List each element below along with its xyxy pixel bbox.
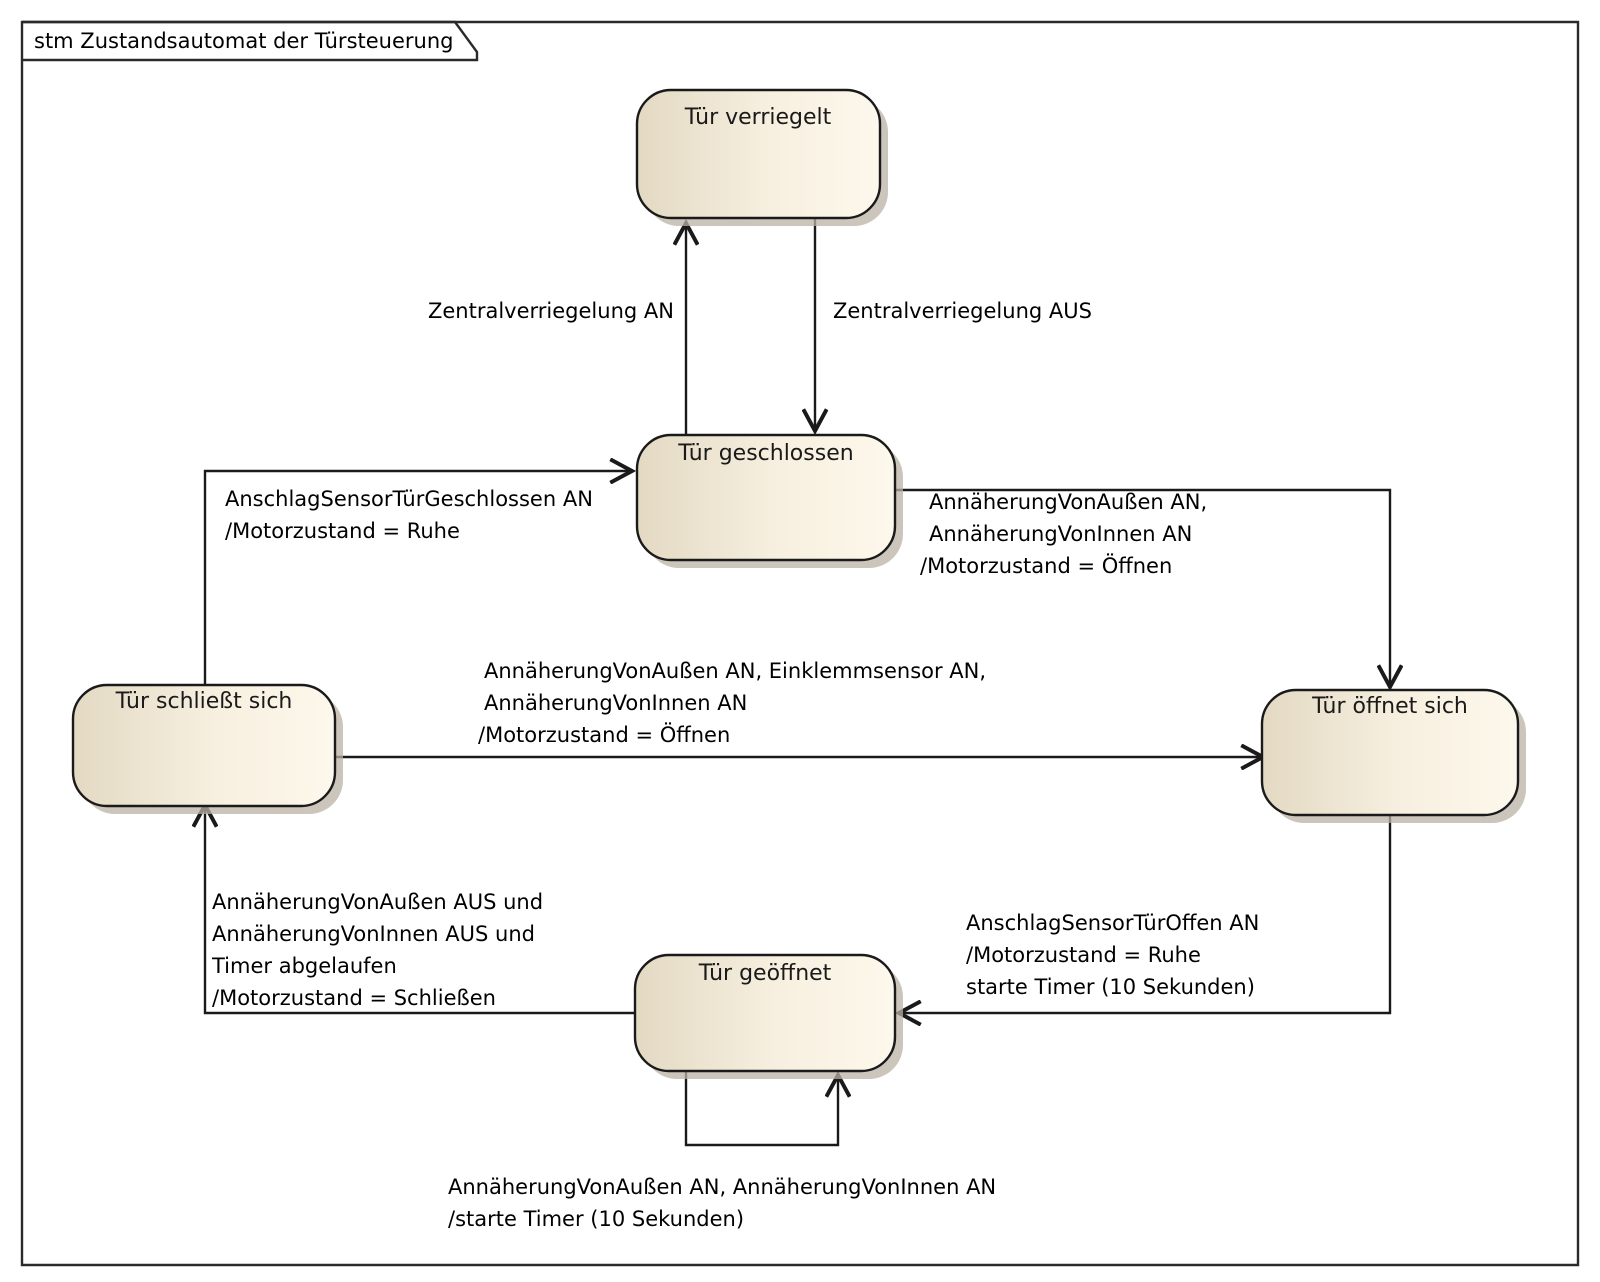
state-label-tuer-geoeffnet: Tür geöffnet [698,961,832,986]
transition-label-t1-line-0: Zentralverriegelung AN [428,299,674,323]
transition-label-t6-line-1: /Motorzustand = Ruhe [966,943,1201,967]
transition-label-t4-line-0: AnnäherungVonAußen AN, [929,490,1207,514]
transition-label-t5-line-0: AnnäherungVonAußen AN, Einklemmsensor AN… [484,659,986,683]
state-label-tuer-geschlossen: Tür geschlossen [677,441,853,466]
transition-label-t3: AnschlagSensorTürGeschlossen AN /Motorzu… [225,487,593,543]
state-label-tuer-verriegelt: Tür verriegelt [684,105,832,130]
transition-label-t5: AnnäherungVonAußen AN, Einklemmsensor AN… [478,659,986,747]
transition-label-t8: AnnäherungVonAußen AN, AnnäherungVonInne… [448,1175,996,1231]
state-label-tuer-oeffnet-sich: Tür öffnet sich [1311,694,1468,719]
transition-line-t8 [684,1071,838,1147]
transition-label-t7-line-0: AnnäherungVonAußen AUS und [212,890,543,914]
transition-label-t4: AnnäherungVonAußen AN, AnnäherungVonInne… [920,490,1207,578]
transition-label-t7-line-2: Timer abgelaufen [211,954,397,978]
transition-label-t6: AnschlagSensorTürOffen AN /Motorzustand … [966,911,1259,999]
transition-label-t4-line-1: AnnäherungVonInnen AN [929,522,1192,546]
transition-label-t5-line-1: AnnäherungVonInnen AN [484,691,747,715]
transition-label-t1: Zentralverriegelung AN [428,299,674,323]
frame-label: stm Zustandsautomat der Türsteuerung [34,29,453,53]
transition-label-t8-line-0: AnnäherungVonAußen AN, AnnäherungVonInne… [448,1175,996,1199]
transition-label-t7: AnnäherungVonAußen AUS und AnnäherungVon… [211,890,543,1010]
diagram-frame [20,20,1580,1267]
transition-label-t5-line-2: /Motorzustand = Öffnen [478,722,730,747]
transition-label-t7-line-3: /Motorzustand = Schließen [212,986,496,1010]
transition-label-t6-line-0: AnschlagSensorTürOffen AN [966,911,1259,935]
state-tuer-verriegelt[interactable]: Tür verriegelt [635,88,888,226]
transition-label-t3-line-0: AnschlagSensorTürGeschlossen AN [225,487,593,511]
transition-label-t6-line-2: starte Timer (10 Sekunden) [966,975,1255,999]
transition-line-t3 [203,471,631,685]
transition-line-t4 [895,488,1390,686]
transition-label-t8-line-1: /starte Timer (10 Sekunden) [448,1207,744,1231]
state-tuer-geschlossen[interactable]: Tür geschlossen [635,433,903,568]
transition-label-t2-line-0: Zentralverriegelung AUS [833,299,1092,323]
transition-label-t7-line-1: AnnäherungVonInnen AUS und [212,922,535,946]
state-tuer-schliesst-sich[interactable]: Tür schließt sich [71,683,343,814]
transition-line-t7 [205,806,635,1015]
transition-label-t2: Zentralverriegelung AUS [833,299,1092,323]
state-label-tuer-schliesst-sich: Tür schließt sich [115,689,293,714]
state-tuer-oeffnet-sich[interactable]: Tür öffnet sich [1260,688,1526,823]
transition-label-t4-line-2: /Motorzustand = Öffnen [920,553,1172,578]
state-tuer-geoeffnet[interactable]: Tür geöffnet [633,953,903,1079]
transition-label-t3-line-1: /Motorzustand = Ruhe [225,519,460,543]
transition-line-t6 [900,815,1392,1013]
